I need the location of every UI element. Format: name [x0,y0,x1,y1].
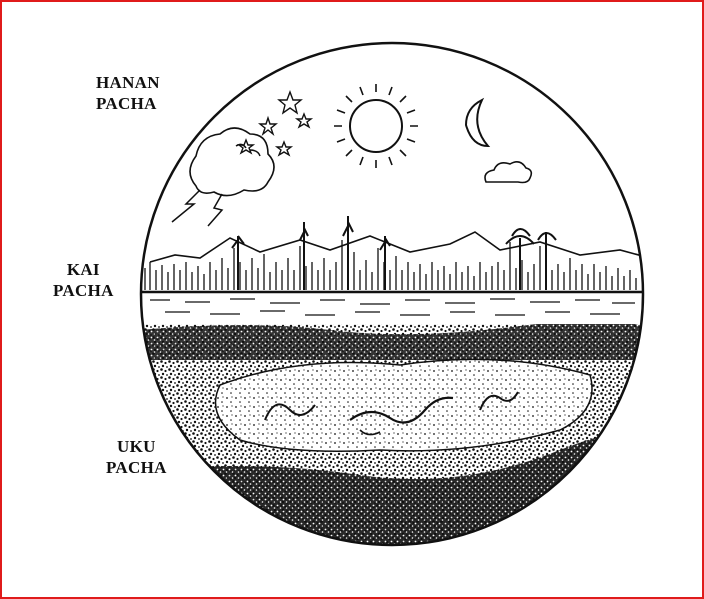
cloud-small-icon [485,162,531,183]
moon-icon [466,100,488,146]
label-uku-line2: PACHA [106,457,167,478]
storm-cloud-icon [190,128,274,196]
label-kai-line2: PACHA [53,280,114,301]
mountains [150,232,650,262]
label-kai-line1: KAI [53,259,114,280]
trees [232,216,556,290]
label-hanan-pacha: HANAN PACHA [96,72,160,114]
label-uku-line1: UKU [106,436,167,457]
label-hanan-line1: HANAN [96,72,160,93]
sun-icon [334,84,418,168]
stars-icon [239,92,311,155]
label-kai-pacha: KAI PACHA [53,259,114,301]
label-hanan-line2: PACHA [96,93,160,114]
vegetation [145,228,636,290]
label-uku-pacha: UKU PACHA [106,436,167,478]
